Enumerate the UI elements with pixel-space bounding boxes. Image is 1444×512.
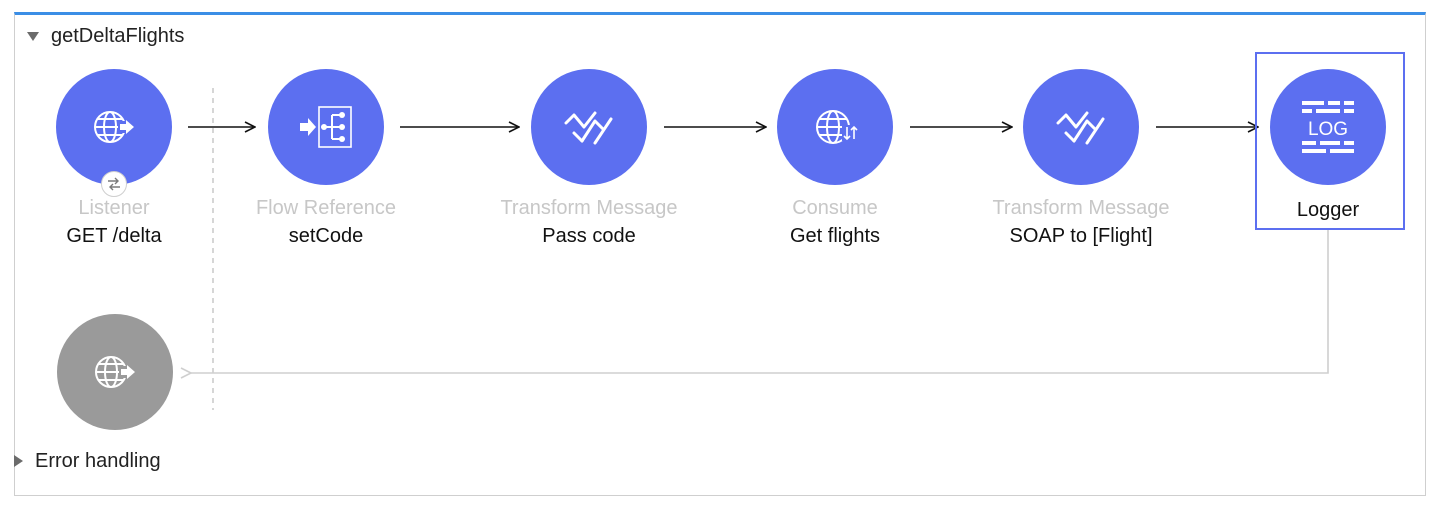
transform-message-circle[interactable] [531, 69, 647, 185]
consume-circle[interactable] [777, 69, 893, 185]
flow-header[interactable]: getDeltaFlights [27, 23, 184, 49]
flow-reference-icon [300, 106, 352, 148]
listener-response-node[interactable] [57, 314, 173, 430]
selected-node-highlight [1255, 52, 1405, 230]
error-handling-label: Error handling [35, 449, 161, 472]
flow-container: getDeltaFlights [14, 12, 1426, 496]
node-label: Pass code [542, 225, 636, 247]
flow-title: getDeltaFlights [51, 24, 185, 47]
logger-icon-text: LOG [1308, 119, 1348, 140]
http-listener-icon [94, 111, 134, 143]
collapse-triangle-icon[interactable] [27, 31, 39, 41]
response-return-line [191, 230, 1329, 373]
web-service-consumer-icon [816, 110, 858, 144]
node-type-label: Transform Message [992, 197, 1170, 219]
node-label: setCode [288, 225, 364, 247]
transform-message-circle[interactable] [1023, 69, 1139, 185]
logger-icon: LOG [1302, 101, 1354, 153]
flow-reference-circle[interactable] [268, 69, 384, 185]
error-handling-toggle[interactable]: Error handling [14, 448, 161, 474]
node-type-label: Flow Reference [255, 197, 397, 219]
node-type-label: Consume [792, 197, 878, 219]
transform-message-node[interactable]: Transform Message Pass code [469, 69, 709, 251]
logger-circle[interactable]: LOG [1270, 69, 1386, 185]
http-response-icon [95, 356, 135, 388]
listener-node[interactable]: Listener GET /delta [0, 69, 234, 251]
logger-node[interactable]: LOG Logger [1208, 69, 1444, 225]
dataweave-icon [564, 111, 613, 145]
consume-node[interactable]: Consume Get flights [715, 69, 955, 251]
transform-message-node[interactable]: Transform Message SOAP to [Flight] [961, 69, 1201, 251]
flow-reference-node[interactable]: Flow Reference setCode [206, 69, 446, 251]
node-label: Get flights [789, 225, 881, 247]
node-label: SOAP to [Flight] [1009, 225, 1153, 247]
swap-icon [101, 171, 127, 197]
listener-circle[interactable] [56, 69, 172, 197]
node-type-label: Transform Message [500, 197, 678, 219]
expand-triangle-icon[interactable] [14, 455, 23, 467]
node-type-label: Listener [78, 197, 150, 219]
node-label: Logger [1296, 199, 1360, 221]
dataweave-icon [1056, 111, 1105, 145]
node-label: GET /delta [66, 225, 162, 247]
